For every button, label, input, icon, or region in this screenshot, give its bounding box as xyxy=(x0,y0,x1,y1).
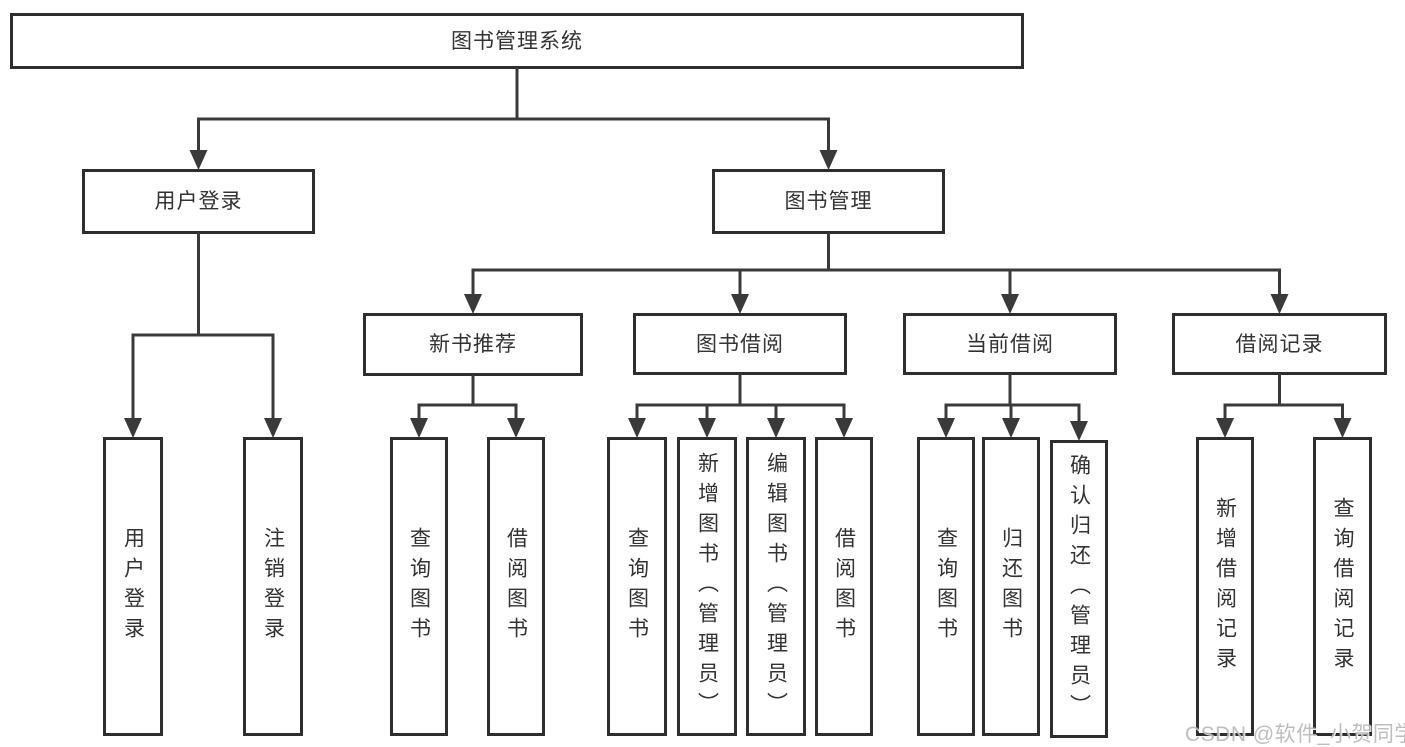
node-new-book-rec: 新书推荐 xyxy=(363,313,583,376)
arrowhead-icon xyxy=(1070,421,1088,441)
node-edit-books-admin: 编辑图书（管理员） xyxy=(746,437,806,736)
arrowhead-icon xyxy=(1270,294,1289,314)
node-label: 借阅图书 xyxy=(832,526,856,647)
arrowhead-icon xyxy=(410,418,428,438)
arrowhead-icon xyxy=(1002,418,1020,438)
arrowhead-icon xyxy=(731,294,749,314)
arrowhead-icon xyxy=(1001,294,1019,314)
node-label: 图书管理 xyxy=(784,190,873,213)
arrowhead-icon xyxy=(767,418,785,438)
node-label: 注销登录 xyxy=(261,526,285,647)
arrowhead-icon xyxy=(464,294,482,314)
node-label: 借阅图书 xyxy=(504,526,528,647)
node-label: 查询借阅记录 xyxy=(1331,496,1354,677)
node-confirm-return-admin: 确认归还（管理员） xyxy=(1050,440,1108,738)
node-borrow-records: 借阅记录 xyxy=(1172,313,1387,375)
node-book-borrow: 图书借阅 xyxy=(633,313,847,375)
node-borrow-books-borrow: 借阅图书 xyxy=(815,437,873,736)
node-query-borrow-record: 查询借阅记录 xyxy=(1313,437,1372,736)
node-label: 查询图书 xyxy=(934,526,958,647)
node-label: 借阅记录 xyxy=(1235,332,1324,356)
node-label: 新书推荐 xyxy=(429,333,517,356)
node-user-login-action: 用户登录 xyxy=(103,437,163,736)
node-current-borrow: 当前借阅 xyxy=(903,313,1117,375)
node-label: 用户登录 xyxy=(121,526,145,647)
arrowhead-icon xyxy=(189,150,208,170)
arrowhead-icon xyxy=(1333,418,1352,438)
arrowhead-icon xyxy=(264,418,282,438)
node-label: 确认归还（管理员） xyxy=(1067,454,1091,724)
node-label: 查询图书 xyxy=(625,526,649,647)
node-borrow-books-new: 借阅图书 xyxy=(487,437,545,736)
arrowhead-icon xyxy=(835,418,853,438)
node-add-books-admin: 新增图书（管理员） xyxy=(677,437,737,736)
node-label: 归还图书 xyxy=(999,526,1023,647)
node-query-books-current: 查询图书 xyxy=(917,437,975,736)
node-label: 新增借阅记录 xyxy=(1213,496,1237,677)
node-return-books: 归还图书 xyxy=(982,437,1040,736)
arrowhead-icon xyxy=(1216,418,1234,438)
arrowhead-icon xyxy=(698,418,716,438)
node-label: 新增图书（管理员） xyxy=(695,451,719,722)
arrowhead-icon xyxy=(507,418,525,438)
node-label: 图书管理系统 xyxy=(451,29,583,53)
node-root: 图书管理系统 xyxy=(10,13,1024,69)
arrowhead-icon xyxy=(819,150,838,170)
node-label: 图书借阅 xyxy=(696,332,784,356)
node-user-login: 用户登录 xyxy=(82,169,315,234)
node-label: 当前借阅 xyxy=(966,332,1054,356)
node-label: 查询图书 xyxy=(407,526,431,647)
node-label: 用户登录 xyxy=(154,190,243,213)
arrowhead-icon xyxy=(124,418,142,438)
node-query-books-borrow: 查询图书 xyxy=(607,437,667,736)
arrowhead-icon xyxy=(628,418,646,438)
node-logout-action: 注销登录 xyxy=(243,437,303,736)
node-query-books-new: 查询图书 xyxy=(390,437,448,736)
node-label: 编辑图书（管理员） xyxy=(764,451,788,722)
node-book-mgmt: 图书管理 xyxy=(712,169,945,234)
node-add-borrow-record: 新增借阅记录 xyxy=(1196,437,1254,736)
arrowhead-icon xyxy=(937,418,955,438)
